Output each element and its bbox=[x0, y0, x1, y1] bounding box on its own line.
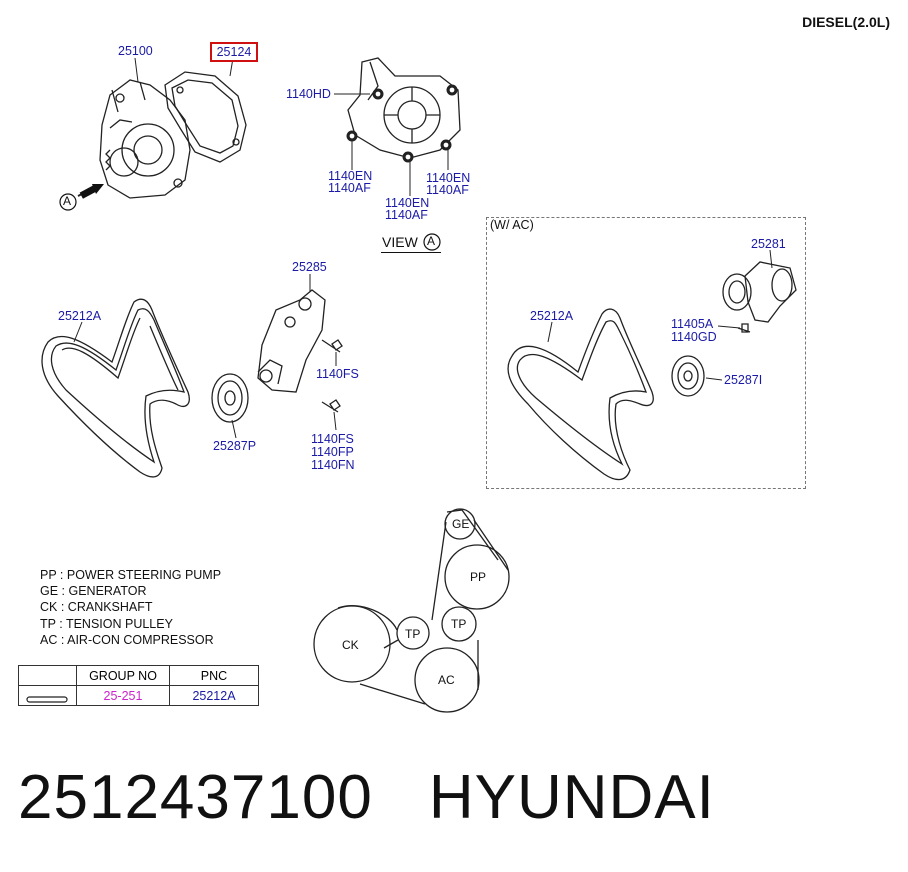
label-1140FS-b[interactable]: 1140FS bbox=[311, 432, 354, 446]
highlighted-part[interactable]: 25124 bbox=[210, 42, 258, 62]
ac-tensioner-drawing bbox=[722, 261, 797, 323]
ac-group-box bbox=[486, 217, 806, 489]
table-cell-pnc[interactable]: 25212A bbox=[169, 685, 259, 706]
pulley-pp: PP bbox=[470, 570, 487, 584]
label-25281[interactable]: 25281 bbox=[751, 237, 786, 251]
pulley-tp-2: TP bbox=[451, 617, 467, 631]
label-1140AF-c[interactable]: 1140AF bbox=[426, 183, 469, 197]
gasket-drawing bbox=[164, 71, 247, 163]
label-1140FN[interactable]: 1140FN bbox=[311, 458, 355, 472]
label-1140FP[interactable]: 1140FP bbox=[311, 445, 354, 459]
label-25124: 25124 bbox=[216, 45, 252, 59]
label-1140EN-b[interactable]: 1140EN bbox=[385, 196, 430, 210]
view-marker: A bbox=[427, 234, 436, 248]
label-25212A-left[interactable]: 25212A bbox=[58, 309, 102, 323]
footer-title: 2512437100 HYUNDAI bbox=[18, 762, 715, 834]
pulley-tp-1: TP bbox=[405, 627, 421, 641]
label-25285[interactable]: 25285 bbox=[292, 260, 327, 274]
pulley-ac: AC bbox=[438, 673, 455, 687]
label-25287P[interactable]: 25287P bbox=[213, 439, 257, 453]
table-header-icon bbox=[18, 665, 77, 686]
legend-item: TP : TENSION PULLEY bbox=[40, 616, 173, 631]
engine-header: DIESEL(2.0L) bbox=[802, 14, 890, 30]
brand: HYUNDAI bbox=[428, 763, 715, 832]
legend-item: PP : POWER STEERING PUMP bbox=[40, 568, 222, 582]
label-25212A-right[interactable]: 25212A bbox=[530, 309, 574, 323]
label-11405A[interactable]: 11405A bbox=[671, 317, 714, 331]
tensioner-bracket-drawing bbox=[257, 289, 326, 393]
view-underline bbox=[381, 252, 441, 253]
label-1140EN-c[interactable]: 1140EN bbox=[426, 171, 471, 185]
table-cell-belt-icon bbox=[18, 685, 77, 706]
belt-right-drawing bbox=[507, 308, 654, 481]
part-number: 2512437100 bbox=[18, 763, 373, 832]
legend-item: CK : CRANKSHAFT bbox=[40, 600, 153, 615]
pump-housing-drawing bbox=[347, 57, 461, 159]
legend-item: GE : GENERATOR bbox=[40, 584, 147, 599]
table-header-group-no: GROUP NO bbox=[76, 665, 170, 686]
table-header-pnc: PNC bbox=[169, 665, 259, 686]
legend-item: AC : AIR-CON COMPRESSOR bbox=[40, 632, 214, 647]
label-1140FS-a[interactable]: 1140FS bbox=[316, 367, 359, 381]
pulley-ck: CK bbox=[342, 638, 359, 652]
legend: PP : POWER STEERING PUMP GE : GENERATOR … bbox=[40, 567, 221, 648]
label-25287I[interactable]: 25287I bbox=[724, 373, 763, 387]
label-1140GD[interactable]: 1140GD bbox=[671, 330, 717, 344]
table-cell-group-no[interactable]: 25-251 bbox=[76, 685, 170, 706]
water-pump-drawing bbox=[99, 79, 191, 199]
belt-left-drawing bbox=[41, 298, 190, 478]
label-1140HD[interactable]: 1140HD bbox=[286, 87, 331, 101]
view-label: VIEW bbox=[382, 234, 418, 250]
label-1140AF-a[interactable]: 1140AF bbox=[328, 181, 371, 195]
belt-routing-drawing bbox=[313, 508, 510, 713]
reference-table: GROUP NO PNC 25-251 25212A bbox=[18, 665, 259, 706]
bolts-drawing bbox=[321, 323, 751, 413]
label-1140AF-b[interactable]: 1140AF bbox=[385, 208, 428, 222]
arrow-marker: A bbox=[63, 194, 72, 208]
ac-group-title: (W/ AC) bbox=[490, 218, 534, 232]
pulley-ge: GE bbox=[452, 517, 470, 531]
label-25100[interactable]: 25100 bbox=[118, 44, 153, 58]
label-1140EN-a[interactable]: 1140EN bbox=[328, 169, 373, 183]
